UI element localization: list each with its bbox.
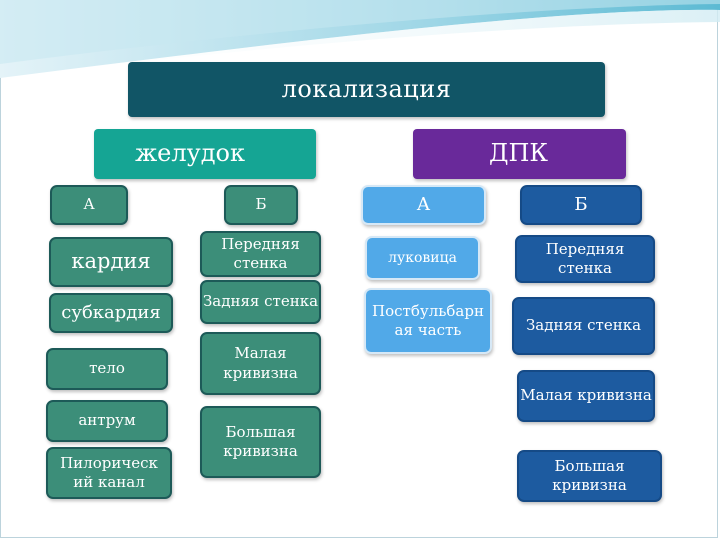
stomach-a-item-pyloric-canal: Пилорический канал: [46, 447, 172, 499]
stomach-b-item-lesser-curvature: Малая кривизна: [200, 332, 321, 395]
stomach-a-item-antrum: антрум: [46, 400, 168, 442]
stomach-col-b-header: Б: [224, 185, 298, 225]
duodenum-b-item-anterior-wall: Передняя стенка: [515, 235, 655, 283]
stomach-col-a-header: А: [50, 185, 128, 225]
duodenum-b-item-posterior-wall: Задняя стенка: [512, 297, 655, 355]
stomach-a-item-cardia: кардия: [49, 237, 173, 287]
stomach-title: желудок: [135, 139, 245, 168]
duodenum-a-item-postbulbar: Постбульбарная часть: [364, 288, 492, 354]
stomach-category-node: желудок: [94, 129, 316, 179]
duodenum-title: ДПК: [488, 139, 548, 168]
header-swoosh-decoration: [0, 0, 720, 78]
stomach-b-item-posterior-wall: Задняя стенка: [200, 280, 321, 324]
stomach-b-item-greater-curvature: Большая кривизна: [200, 406, 321, 478]
duodenum-category-node: ДПК: [413, 129, 626, 179]
duodenum-col-a-header: А: [361, 185, 486, 225]
duodenum-a-item-bulb: луковица: [365, 236, 480, 280]
stomach-b-item-anterior-wall: Передняя стенка: [200, 231, 321, 277]
duodenum-b-item-greater-curvature: Большая кривизна: [517, 450, 662, 502]
duodenum-col-b-header: Б: [520, 185, 642, 225]
duodenum-b-item-lesser-curvature: Малая кривизна: [517, 370, 655, 422]
stomach-a-item-body: тело: [46, 348, 168, 390]
localization-root-node: локализация: [128, 62, 605, 117]
stomach-a-item-subcardia: субкардия: [49, 293, 173, 333]
root-label: локализация: [281, 74, 452, 103]
